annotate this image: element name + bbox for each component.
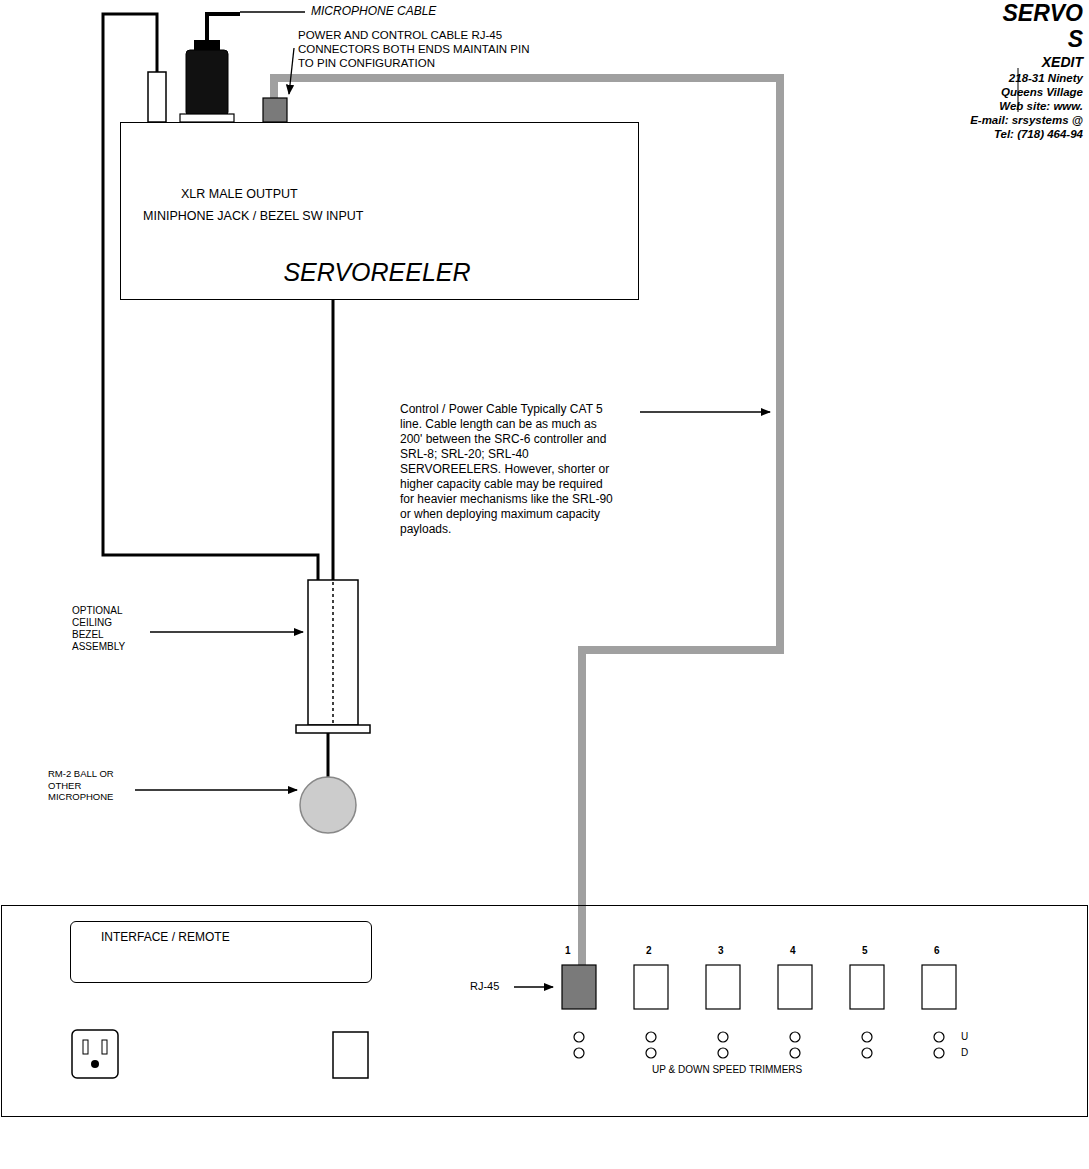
speed-trimmer bbox=[790, 1032, 800, 1042]
cable-stub bbox=[578, 905, 586, 967]
port-number: 1 bbox=[565, 945, 571, 957]
port-number: 2 bbox=[646, 945, 652, 957]
rj45-plug bbox=[263, 98, 287, 122]
speed-trimmer bbox=[862, 1048, 872, 1058]
speed-trimmer bbox=[934, 1032, 944, 1042]
port-number: 3 bbox=[718, 945, 724, 957]
power-inlet bbox=[72, 1030, 118, 1078]
callout-arrow bbox=[150, 631, 303, 632]
cable-label: MICROPHONE CABLE bbox=[311, 4, 436, 18]
microphone-cable bbox=[327, 733, 330, 778]
inlet-ground bbox=[91, 1060, 99, 1068]
xlr-flange bbox=[180, 114, 234, 122]
controller-panel: UP & DOWN SPEED TRIMMERS INTERFACE / REMO… bbox=[1, 905, 1088, 1117]
trimmer-label: U bbox=[961, 1031, 968, 1043]
xlr-connector bbox=[186, 50, 228, 116]
callout-note: Control / Power Cable Typically CAT 5 li… bbox=[400, 402, 618, 537]
address-line: Tel: (718) 464-94 bbox=[860, 128, 1083, 142]
callout-note: POWER AND CONTROL CABLE RJ-45 CONNECTORS… bbox=[298, 28, 543, 70]
address-line: 218-31 Ninety bbox=[860, 72, 1083, 86]
speed-trimmer bbox=[718, 1032, 728, 1042]
callout-arrow bbox=[640, 411, 770, 412]
trimmer-caption: UP & DOWN SPEED TRIMMERS bbox=[652, 1064, 802, 1076]
device-name: SERVOREELER bbox=[121, 257, 633, 287]
rj45-port bbox=[922, 965, 956, 1009]
microphone-cable bbox=[332, 300, 335, 580]
speed-trimmer bbox=[646, 1032, 656, 1042]
callout-arrow bbox=[514, 986, 553, 987]
connector-label: RJ-45 bbox=[470, 980, 499, 993]
control-power-cable bbox=[274, 78, 780, 905]
leader-line bbox=[240, 11, 305, 13]
servoreeler-box: XLR MALE OUTPUT MINIPHONE JACK / BEZEL SW… bbox=[120, 122, 639, 300]
company-name: XEDIT bbox=[900, 54, 1083, 71]
speed-trimmer bbox=[862, 1032, 872, 1042]
speed-trimmer bbox=[574, 1048, 584, 1058]
ball-microphone bbox=[300, 777, 356, 833]
company-name: S bbox=[900, 26, 1083, 54]
port-number: 6 bbox=[934, 945, 940, 957]
interface-port: INTERFACE / REMOTE bbox=[70, 921, 372, 983]
trimmer-group bbox=[574, 1032, 944, 1058]
inlet-slot bbox=[83, 1040, 88, 1054]
callout-label: RM-2 BALL OR OTHER MICROPHONE bbox=[48, 768, 130, 803]
address-line: E-mail: srsystems @ bbox=[860, 114, 1083, 128]
speed-trimmer bbox=[718, 1048, 728, 1058]
rj45-port bbox=[706, 965, 740, 1009]
rj45-port bbox=[634, 965, 668, 1009]
hidden-cable bbox=[332, 582, 334, 724]
bezel-flange bbox=[296, 725, 370, 733]
rj45-port bbox=[850, 965, 884, 1009]
xlr-strain-relief bbox=[194, 40, 220, 50]
miniphone-plug bbox=[148, 72, 166, 122]
port-label: XLR MALE OUTPUT bbox=[181, 187, 298, 202]
address-line: Queens Village bbox=[860, 86, 1083, 100]
port-number: 4 bbox=[790, 945, 796, 957]
callout-arrow bbox=[289, 48, 294, 94]
inlet-slot bbox=[102, 1040, 107, 1054]
address-line: Web site: www. bbox=[860, 100, 1083, 114]
callout-label: OPTIONAL CEILING BEZEL ASSEMBLY bbox=[72, 605, 146, 653]
company-name: SERVO bbox=[900, 0, 1083, 28]
miniphone-wire bbox=[156, 40, 159, 72]
power-switch bbox=[333, 1032, 368, 1078]
speed-trimmer bbox=[934, 1048, 944, 1058]
speed-trimmer bbox=[790, 1048, 800, 1058]
port-label: MINIPHONE JACK / BEZEL SW INPUT bbox=[143, 209, 363, 224]
bezel-switch-wire bbox=[103, 14, 318, 580]
speed-trimmer bbox=[646, 1048, 656, 1058]
rj45-port bbox=[778, 965, 812, 1009]
port-number: 5 bbox=[862, 945, 868, 957]
ceiling-bezel bbox=[308, 580, 358, 725]
callout-arrow bbox=[135, 789, 297, 790]
trimmer-label: D bbox=[961, 1047, 968, 1059]
rj45-port bbox=[562, 965, 596, 1009]
speed-trimmer bbox=[574, 1032, 584, 1042]
port-group bbox=[634, 965, 956, 1009]
port-label: INTERFACE / REMOTE bbox=[101, 930, 230, 944]
